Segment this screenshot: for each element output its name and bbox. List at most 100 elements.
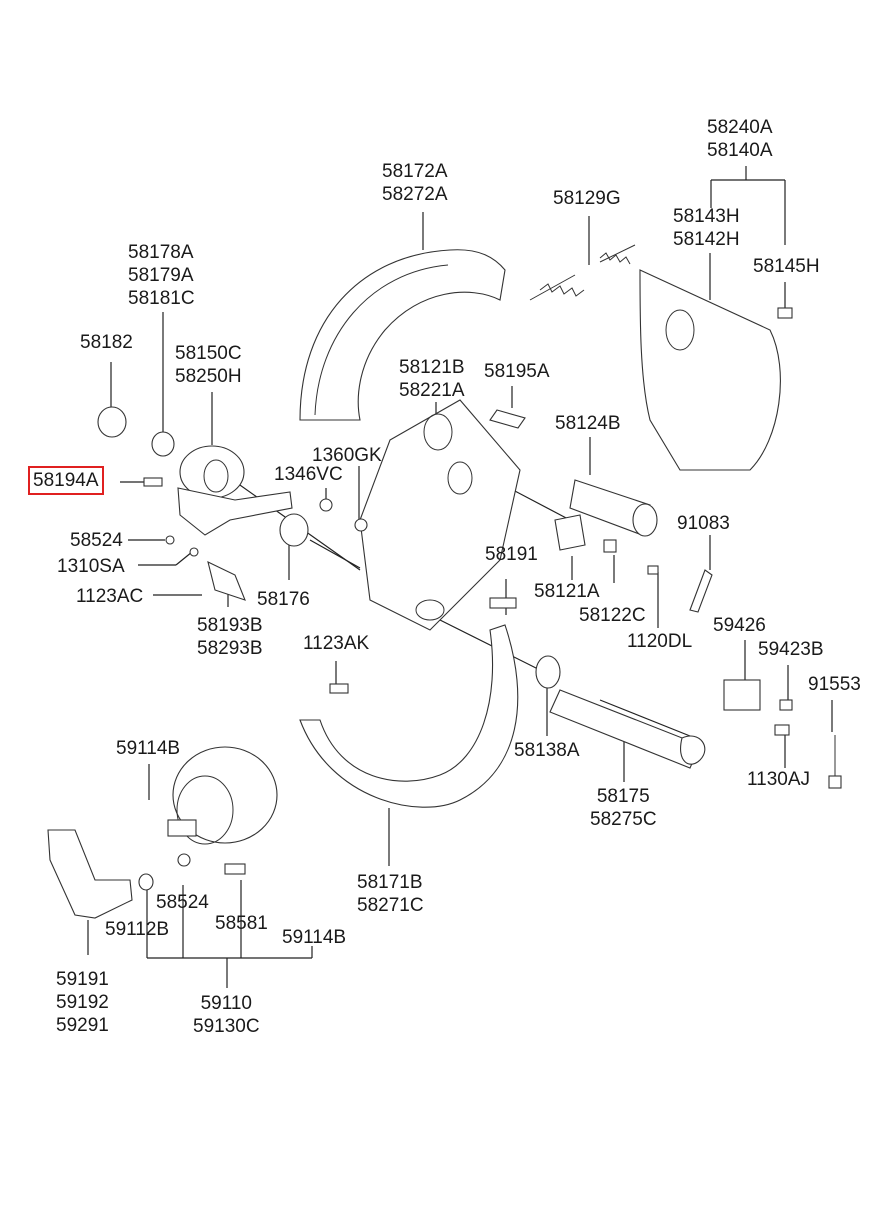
part-number: 58179A bbox=[128, 265, 194, 286]
part-number: 58194A bbox=[33, 470, 99, 491]
part-number: 91083 bbox=[677, 513, 730, 534]
part-number: 59114B bbox=[116, 738, 181, 759]
part-number: 58129G bbox=[553, 188, 621, 209]
part-number: 58178A bbox=[128, 242, 194, 263]
part-number: 58142H bbox=[673, 229, 740, 250]
brake-chamber bbox=[167, 746, 278, 845]
callout-1310sa[interactable]: 1310SA bbox=[57, 555, 125, 578]
callout-1360gk[interactable]: 1360GK bbox=[312, 444, 382, 467]
brake-dust-shield-upper bbox=[299, 249, 506, 421]
part-number: 58138A bbox=[514, 740, 580, 761]
part-number: 58121B bbox=[399, 357, 465, 378]
part-number: 59423B bbox=[758, 639, 824, 660]
callout-58150c-58250h[interactable]: 58150C 58250H bbox=[175, 342, 242, 388]
part-number: 58140A bbox=[707, 140, 773, 161]
callout-59112b[interactable]: 59112B bbox=[105, 918, 169, 941]
callout-1123ak[interactable]: 1123AK bbox=[303, 632, 369, 655]
callout-58121a[interactable]: 58121A bbox=[534, 580, 600, 603]
callout-91083[interactable]: 91083 bbox=[677, 512, 730, 535]
callout-58240a-58140a[interactable]: 58240A 58140A bbox=[707, 116, 773, 162]
callout-58178a-58179a-58181c[interactable]: 58178A 58179A 58181C bbox=[128, 241, 195, 310]
callout-58524-lower[interactable]: 58524 bbox=[156, 891, 209, 914]
abs-sensor-parts bbox=[723, 679, 842, 789]
callout-58191[interactable]: 58191 bbox=[485, 543, 538, 566]
return-spring bbox=[529, 244, 636, 301]
callout-59114b-bottom[interactable]: 59114B bbox=[282, 926, 346, 949]
brake-shoe bbox=[639, 269, 781, 471]
callout-58581[interactable]: 58581 bbox=[215, 912, 268, 935]
callout-58172a-58272a[interactable]: 58172A 58272A bbox=[382, 160, 448, 206]
callout-58122c[interactable]: 58122C bbox=[579, 604, 646, 627]
part-number: 58124B bbox=[555, 413, 621, 434]
callout-58175-58275c[interactable]: 58175 58275C bbox=[590, 785, 657, 831]
callout-1123ac[interactable]: 1123AC bbox=[76, 585, 143, 608]
callout-58193b-58293b[interactable]: 58193B 58293B bbox=[197, 614, 263, 660]
callout-59114b-top[interactable]: 59114B bbox=[116, 737, 180, 760]
slack-adjuster bbox=[177, 445, 293, 536]
leader-lines bbox=[87, 166, 833, 988]
part-number: 58221A bbox=[399, 380, 465, 401]
callout-1346vc[interactable]: 1346VC bbox=[274, 463, 343, 486]
brake-dust-shield-lower bbox=[299, 624, 519, 808]
callout-91553[interactable]: 91553 bbox=[808, 673, 861, 696]
callout-58124b[interactable]: 58124B bbox=[555, 412, 621, 435]
part-number: 58275C bbox=[590, 809, 657, 830]
part-number: 58182 bbox=[80, 332, 133, 353]
callout-58121b-58221a[interactable]: 58121B 58221A bbox=[399, 356, 465, 402]
chamber-bracket bbox=[47, 829, 133, 919]
callout-59426[interactable]: 59426 bbox=[713, 614, 766, 637]
part-number: 58171B bbox=[357, 872, 423, 893]
callout-59423b[interactable]: 59423B bbox=[758, 638, 824, 661]
part-number: 58581 bbox=[215, 913, 268, 934]
part-number: 58195A bbox=[484, 361, 550, 382]
camshaft bbox=[549, 689, 706, 769]
callout-58195a[interactable]: 58195A bbox=[484, 360, 550, 383]
callout-59191-59192-59291[interactable]: 59191 59192 59291 bbox=[56, 968, 109, 1037]
part-number: 58122C bbox=[579, 605, 646, 626]
part-number: 58150C bbox=[175, 343, 242, 364]
callout-1130aj[interactable]: 1130AJ bbox=[747, 768, 810, 791]
callout-58145h[interactable]: 58145H bbox=[753, 255, 820, 278]
part-number: 59110 bbox=[200, 993, 252, 1014]
part-number: 58121A bbox=[534, 581, 600, 602]
callout-1120dl[interactable]: 1120DL bbox=[627, 630, 692, 653]
cam-bushing bbox=[569, 479, 658, 537]
callout-58194a-highlighted[interactable]: 58194A bbox=[28, 466, 104, 495]
callout-58138a[interactable]: 58138A bbox=[514, 739, 580, 762]
part-number: 58145H bbox=[753, 256, 820, 277]
callout-58176[interactable]: 58176 bbox=[257, 588, 310, 611]
part-number: 58193B bbox=[197, 615, 263, 636]
part-number: 1130AJ bbox=[747, 769, 811, 790]
part-number: 1120DL bbox=[627, 631, 693, 652]
part-number: 58272A bbox=[382, 184, 448, 205]
part-number: 59291 bbox=[56, 1015, 109, 1036]
part-number: 59114B bbox=[282, 927, 347, 948]
part-number: 1123AC bbox=[76, 586, 144, 607]
part-number: 58240A bbox=[707, 117, 773, 138]
part-number: 1123AK bbox=[303, 633, 370, 654]
part-number: 58524 bbox=[70, 530, 123, 551]
callout-58143h-58142h[interactable]: 58143H 58142H bbox=[673, 205, 740, 251]
callout-59110-59130c[interactable]: 59110 59130C bbox=[193, 992, 260, 1038]
small-fasteners bbox=[97, 307, 793, 891]
part-number: 59112B bbox=[105, 919, 170, 940]
callout-58129g[interactable]: 58129G bbox=[553, 187, 621, 210]
part-number: 1310SA bbox=[57, 556, 125, 577]
part-number: 58250H bbox=[175, 366, 242, 387]
part-number: 58271C bbox=[357, 895, 424, 916]
part-number: 1360GK bbox=[312, 445, 382, 466]
part-number: 58172A bbox=[382, 161, 448, 182]
part-number: 58181C bbox=[128, 288, 195, 309]
part-number: 58524 bbox=[156, 892, 209, 913]
callout-58171b-58271c[interactable]: 58171B 58271C bbox=[357, 871, 424, 917]
part-number: 58143H bbox=[673, 206, 740, 227]
part-number: 59426 bbox=[713, 615, 766, 636]
part-number: 59130C bbox=[193, 1016, 260, 1037]
part-number: 59192 bbox=[56, 992, 109, 1013]
part-number: 91553 bbox=[808, 674, 861, 695]
part-number: 58191 bbox=[485, 544, 538, 565]
callout-58524[interactable]: 58524 bbox=[70, 529, 123, 552]
callout-58182[interactable]: 58182 bbox=[80, 331, 133, 354]
